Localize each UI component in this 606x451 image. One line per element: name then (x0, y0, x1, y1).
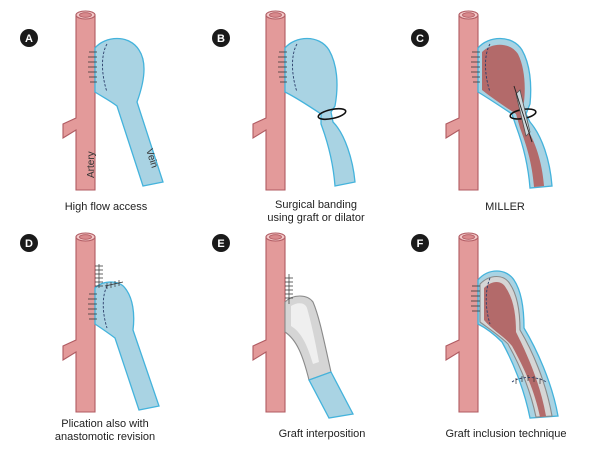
panel-d-vessels (62, 232, 160, 413)
graft-sutures (285, 274, 293, 304)
panel-a-letter: A (25, 33, 33, 45)
panel-d-caption-line-1: Plication also with (61, 418, 148, 430)
panel-f-letter: F (417, 238, 424, 250)
panel-f: F Graft inclusion technique (411, 232, 567, 440)
panel-e-badge: E (212, 234, 230, 252)
panel-f-vessels (445, 232, 559, 419)
panel-a-badge: A (20, 29, 38, 47)
panel-b-vessels (252, 10, 356, 191)
panel-d-caption-line-2: anastomotic revision (55, 431, 155, 443)
panel-e-vessels (252, 232, 354, 419)
artery-label: Artery (86, 151, 97, 178)
distal-anastomosis (511, 377, 547, 383)
panel-b: B Surgical banding using graft or dilato… (212, 10, 365, 224)
panel-b-caption-line-2: using graft or dilator (267, 212, 365, 224)
panel-c-vessels (445, 10, 553, 191)
panel-c-letter: C (416, 33, 424, 45)
panel-c-caption: MILLER (485, 201, 525, 213)
panel-e-letter: E (217, 238, 224, 250)
panel-a-vessels (62, 10, 164, 191)
panel-f-caption: Graft inclusion technique (445, 428, 566, 440)
panel-d-letter: D (25, 238, 33, 250)
panel-a-caption: High flow access (65, 201, 148, 213)
panel-e-caption: Graft interposition (279, 428, 366, 440)
panel-b-letter: B (217, 33, 225, 45)
panel-e: E Graft interposition (212, 232, 366, 440)
panel-c-badge: C (411, 29, 429, 47)
panel-d-badge: D (20, 234, 38, 252)
panel-c: C MILLER (411, 10, 553, 213)
panel-d: D Plication also with anastomotic revisi… (20, 232, 160, 443)
panel-b-caption-line-1: Surgical banding (275, 199, 357, 211)
anastomotic-revision-sutures (104, 280, 124, 289)
dilator-wire (513, 85, 533, 143)
surgical-band (317, 107, 347, 121)
plication-sutures (95, 264, 103, 288)
panel-b-badge: B (212, 29, 230, 47)
panel-a: A Artery Vein High flow access (20, 10, 164, 213)
panel-f-badge: F (411, 234, 429, 252)
